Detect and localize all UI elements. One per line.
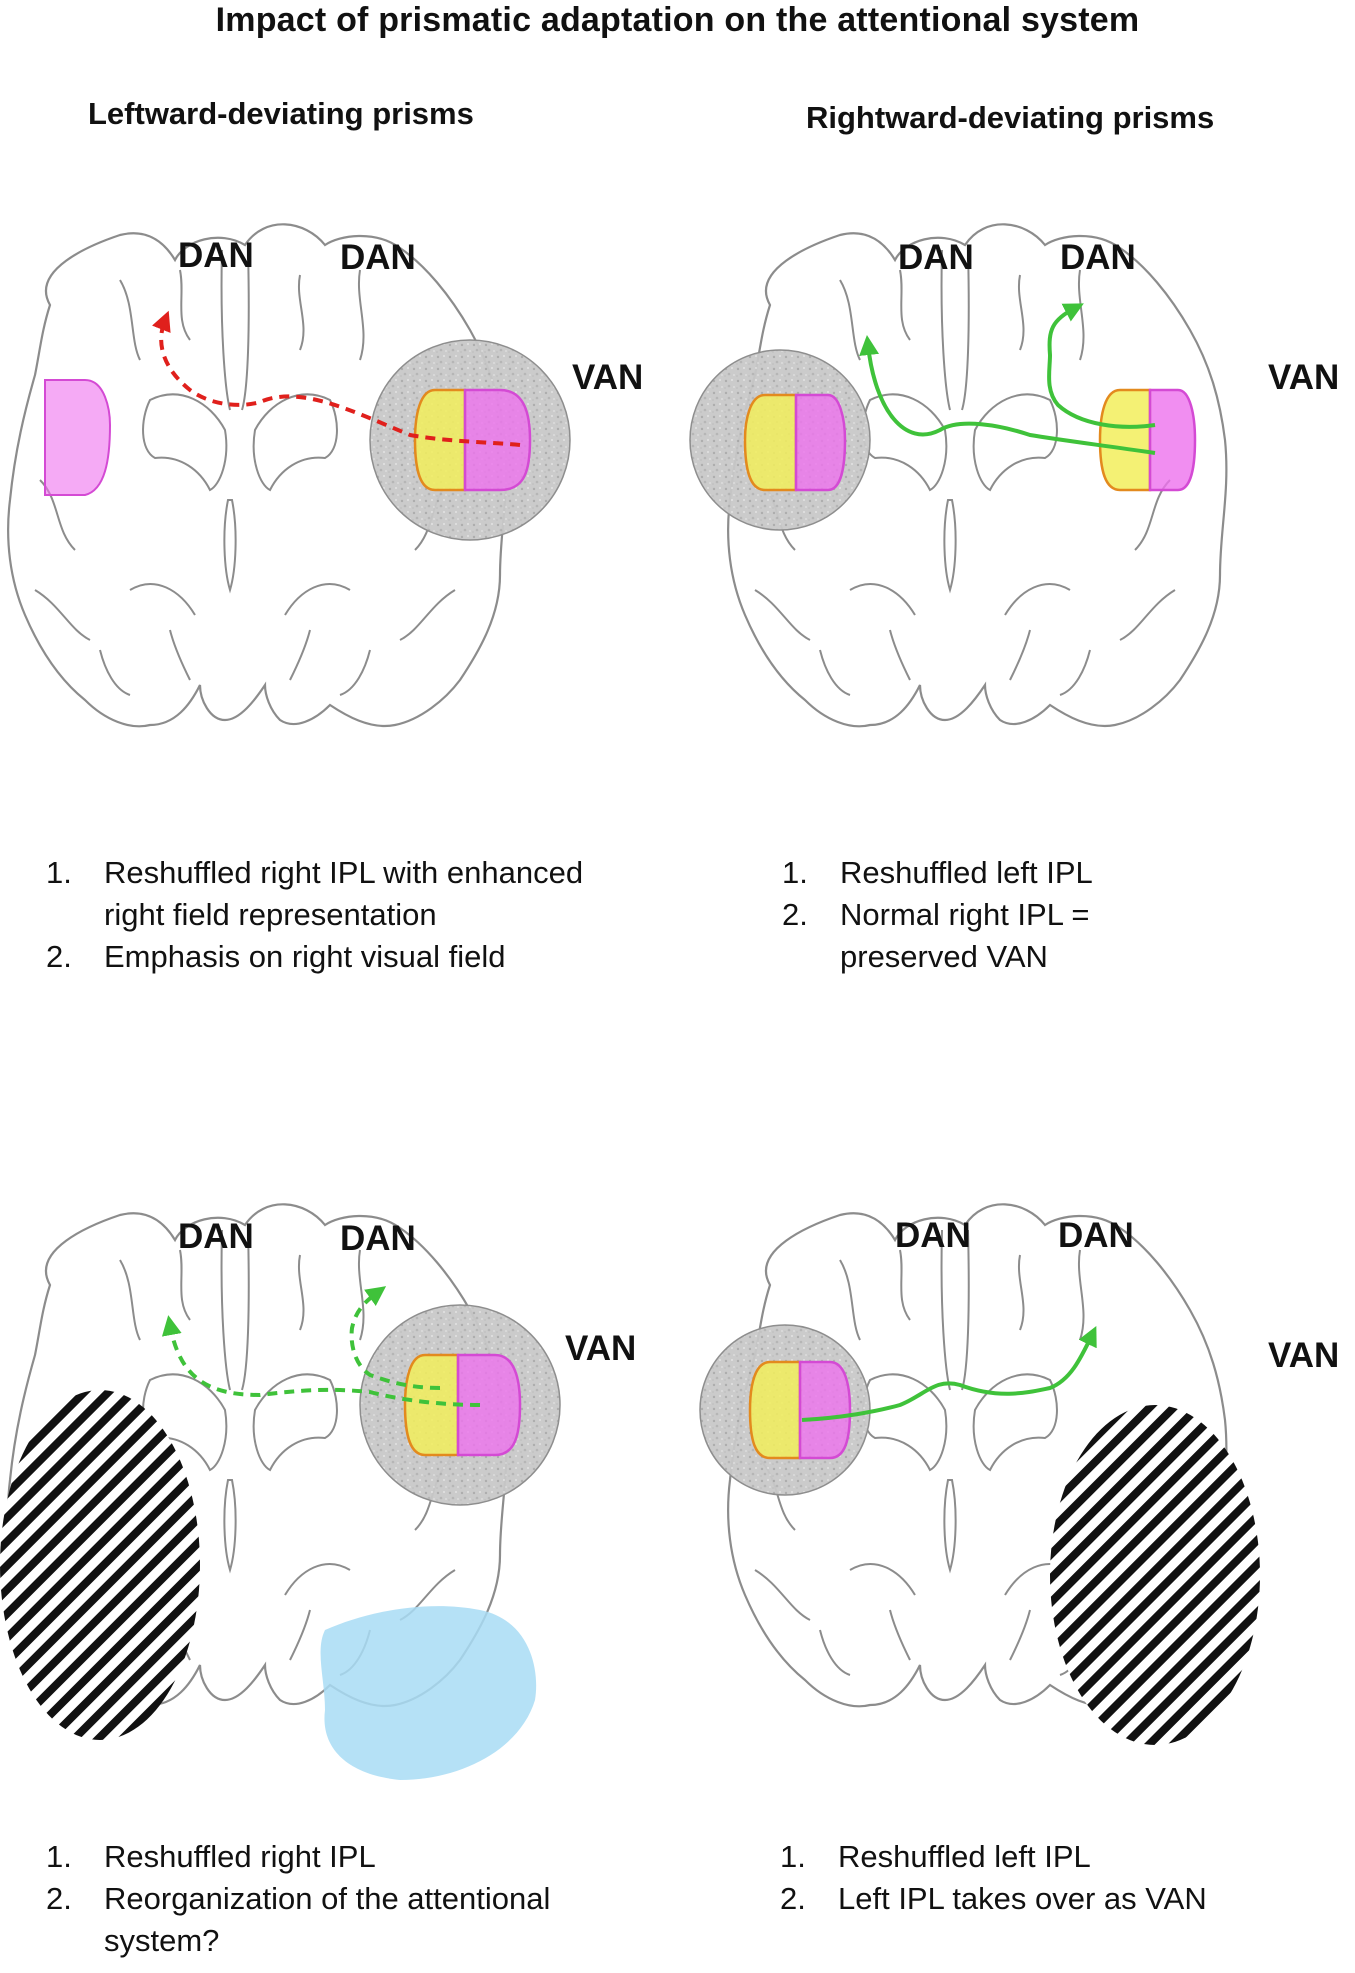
ipl-right-yellow bbox=[403, 1353, 460, 1457]
arrow-red-dashed bbox=[152, 310, 521, 447]
ipl-left-magenta bbox=[794, 393, 847, 492]
lesion-hatched bbox=[0, 1390, 200, 1740]
dan-label-left: DAN bbox=[898, 238, 974, 277]
ipl-left-yellow bbox=[743, 393, 798, 492]
panel-bottom-left: DAN DAN VAN bbox=[0, 980, 636, 1780]
van-label: VAN bbox=[1268, 358, 1340, 397]
van-label: VAN bbox=[1268, 1336, 1340, 1375]
brain-diagram bbox=[0, 1203, 561, 1780]
notes-bottom-right: 1.Reshuffled left IPL 2.Left IPL takes o… bbox=[780, 1836, 1340, 1920]
note-item: 1.Reshuffled left IPL bbox=[780, 1839, 1091, 1874]
arrow-green-solid bbox=[801, 1325, 1097, 1422]
van-label: VAN bbox=[572, 358, 644, 397]
notes-top-right: 1.Reshuffled left IPL 2.Normal right IPL… bbox=[782, 852, 1142, 978]
ipl-left-yellow bbox=[748, 1360, 802, 1460]
ipl-left-magenta bbox=[798, 1360, 852, 1460]
notes-bottom-left: 1.Reshuffled right IPL 2.Reorganization … bbox=[46, 1836, 606, 1962]
dan-label-right: DAN bbox=[1060, 238, 1136, 277]
lesion-hatched bbox=[1050, 1405, 1260, 1745]
brain-diagram bbox=[699, 1203, 1260, 1745]
ipl-right-yellow bbox=[1098, 388, 1152, 492]
note-item: 1.Reshuffled right IPL with enhanced rig… bbox=[46, 855, 584, 932]
notes-top-left: 1.Reshuffled right IPL with enhanced rig… bbox=[46, 852, 606, 978]
note-item: 2.Emphasis on right visual field bbox=[46, 939, 506, 974]
ipl-right-yellow bbox=[413, 388, 467, 492]
dan-label-right: DAN bbox=[340, 1219, 416, 1258]
arrow-green-dashed-left bbox=[161, 1315, 481, 1407]
panel-top-right: DAN DAN VAN bbox=[689, 0, 1339, 728]
note-item: 1.Reshuffled left IPL bbox=[782, 855, 1093, 890]
lesion-blue bbox=[320, 1606, 537, 1780]
note-item: 1.Reshuffled right IPL bbox=[46, 1839, 376, 1874]
arrow-green-right bbox=[1047, 303, 1156, 429]
dan-label-right: DAN bbox=[340, 238, 416, 277]
note-item: 2.Reorganization of the attentional syst… bbox=[46, 1881, 551, 1958]
ipl-right-magenta bbox=[1148, 388, 1197, 492]
note-item: 2.Normal right IPL = preserved VAN bbox=[782, 897, 1090, 974]
panel-bottom-right: DAN DAN VAN bbox=[699, 980, 1339, 1745]
brain-diagram bbox=[7, 223, 571, 728]
brain-diagram bbox=[689, 223, 1228, 728]
panel-top-left: DAN DAN VAN bbox=[0, 0, 643, 728]
dan-label-left: DAN bbox=[178, 236, 254, 275]
van-label: VAN bbox=[565, 1329, 637, 1368]
right-column-heading: Rightward-deviating prisms bbox=[806, 100, 1215, 135]
left-column-heading: Leftward-deviating prisms bbox=[88, 96, 474, 131]
ipl-right-magenta bbox=[463, 388, 532, 492]
dan-label-left: DAN bbox=[178, 1217, 254, 1256]
note-item: 2.Left IPL takes over as VAN bbox=[780, 1881, 1207, 1916]
dan-label-right: DAN bbox=[1058, 1216, 1134, 1255]
ipl-left-patch bbox=[44, 379, 112, 496]
dan-label-left: DAN bbox=[895, 1216, 971, 1255]
ipl-right-magenta bbox=[456, 1353, 522, 1457]
arrow-green-left bbox=[859, 335, 1156, 455]
arrow-green-dashed-right bbox=[349, 1286, 441, 1390]
figure-title: Impact of prismatic adaptation on the at… bbox=[215, 1, 1140, 39]
